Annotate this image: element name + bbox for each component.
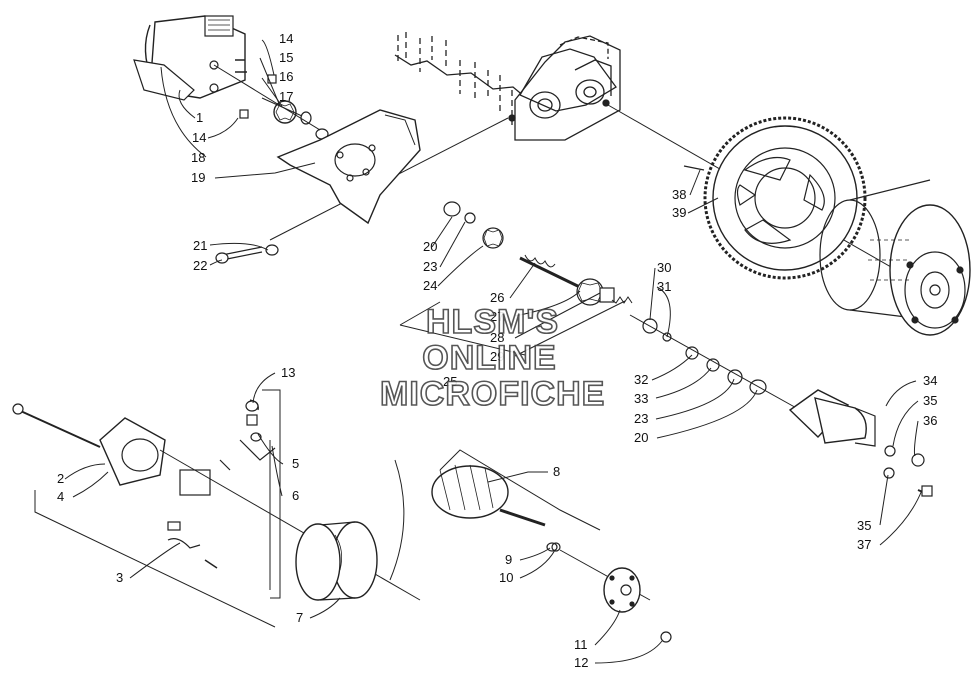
callout-17: 17 <box>279 89 294 104</box>
callout-3: 3 <box>116 570 124 585</box>
drive-small-parts <box>215 201 504 264</box>
callout-9: 9 <box>505 552 513 567</box>
callout-20-lower: 20 <box>634 430 649 445</box>
starter-hardware <box>239 74 329 140</box>
callout-2: 2 <box>57 471 65 486</box>
armature <box>389 449 601 581</box>
callout-27: 27 <box>490 309 505 324</box>
callout-10: 10 <box>499 570 514 585</box>
engine-block <box>394 32 621 141</box>
callout-33: 33 <box>634 391 649 406</box>
callout-28: 28 <box>490 330 505 345</box>
axis-washers <box>629 314 801 411</box>
callout-23-lower: 23 <box>634 411 649 426</box>
callout-38: 38 <box>672 187 687 202</box>
callout-22: 22 <box>193 258 208 273</box>
starter-bracket <box>276 109 421 225</box>
callout-13: 13 <box>281 365 296 380</box>
callout-37: 37 <box>857 537 872 552</box>
callout-7: 7 <box>296 610 304 625</box>
callout-23: 23 <box>423 259 438 274</box>
callout-12: 12 <box>574 655 589 670</box>
callout-36: 36 <box>923 413 938 428</box>
starter-motor-assembly <box>133 15 321 131</box>
callout-16: 16 <box>279 69 294 84</box>
starter-end-cap <box>12 389 421 628</box>
callout-18: 18 <box>191 150 206 165</box>
callout-20: 20 <box>423 239 438 254</box>
callout-31: 31 <box>657 279 672 294</box>
callout-26: 26 <box>490 290 505 305</box>
callout-35-lower: 35 <box>857 518 872 533</box>
callout-6: 6 <box>292 488 300 503</box>
callout-30: 30 <box>657 260 672 275</box>
watermark-line-2: ONLINE <box>421 339 557 377</box>
callout-25: 25 <box>443 374 458 389</box>
callout-1: 1 <box>196 110 204 125</box>
sprocket <box>683 116 867 280</box>
callout-14-lower: 14 <box>192 130 207 145</box>
leader-lines <box>64 39 923 664</box>
callout-4: 4 <box>57 489 65 504</box>
callout-5: 5 <box>292 456 300 471</box>
callout-24: 24 <box>423 278 438 293</box>
callout-14: 14 <box>279 31 294 46</box>
callout-29: 29 <box>490 349 505 364</box>
watermark-line-3: MICROFICHE <box>379 375 606 413</box>
callout-34: 34 <box>923 373 938 388</box>
callout-21: 21 <box>193 238 208 253</box>
callout-35: 35 <box>923 393 938 408</box>
callout-19: 19 <box>191 170 206 185</box>
callout-15: 15 <box>279 50 294 65</box>
end-plate-parts <box>546 542 672 643</box>
starter-drive-housing <box>788 389 933 497</box>
callout-11: 11 <box>574 637 588 652</box>
callout-32: 32 <box>634 372 649 387</box>
starter-drive <box>399 254 633 356</box>
watermark-line-1: HLSM'S <box>425 303 560 341</box>
drive-clutch <box>819 179 971 336</box>
callout-39: 39 <box>672 205 687 220</box>
armature-housing <box>295 521 378 601</box>
callout-8: 8 <box>553 464 561 479</box>
